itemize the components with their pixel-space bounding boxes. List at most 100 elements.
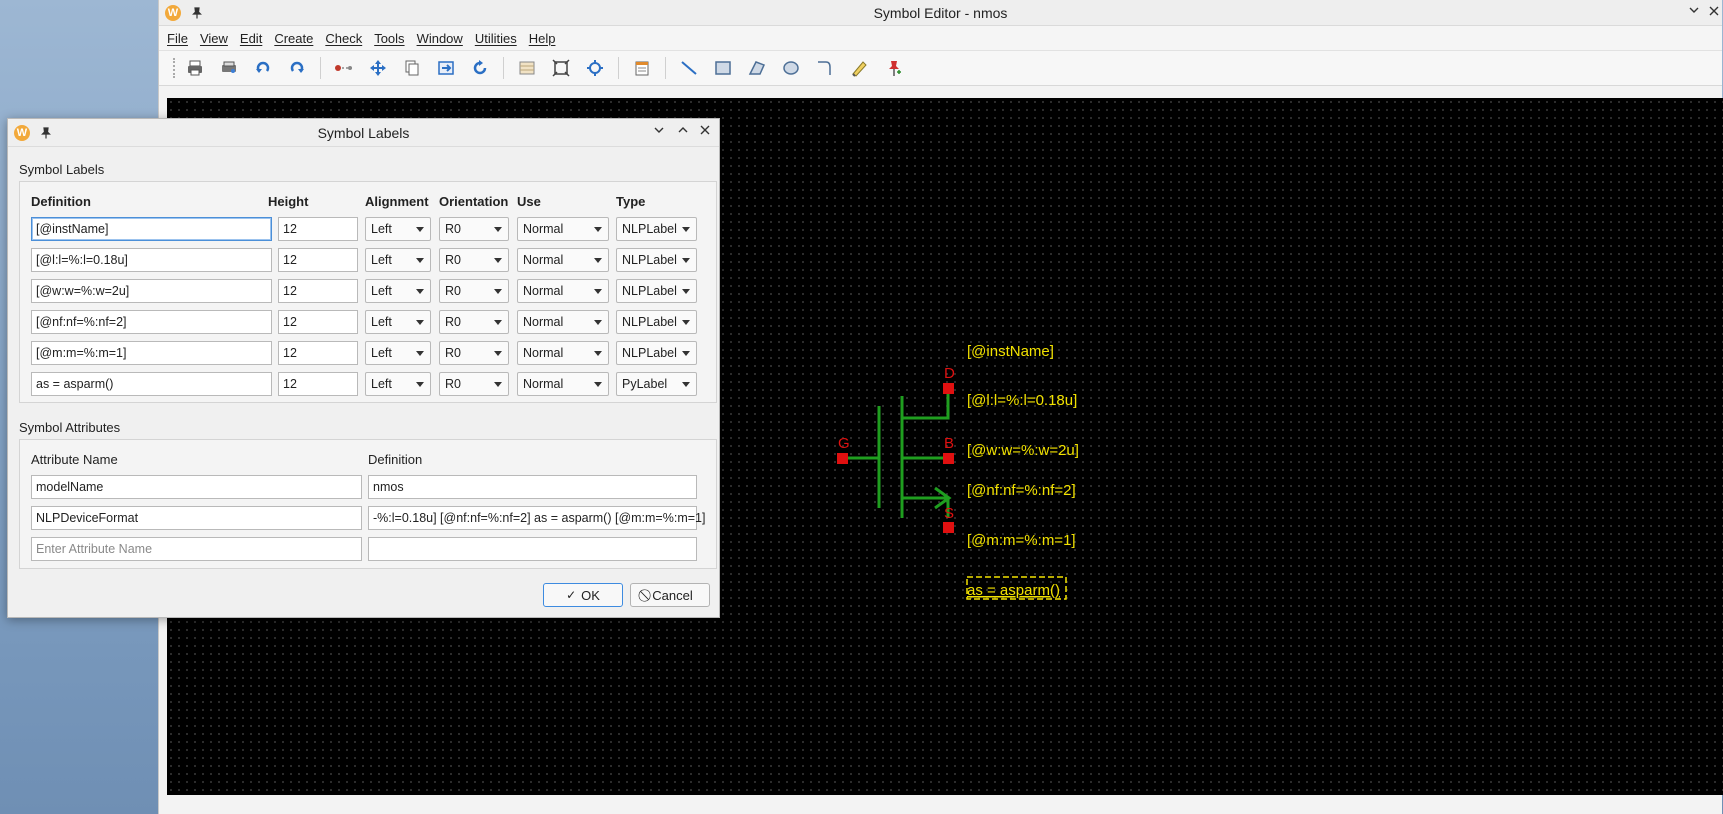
window-minimize-chevron-icon[interactable] (1688, 4, 1700, 19)
label-use-select[interactable]: Normal (517, 341, 609, 365)
stretch-icon[interactable] (435, 57, 457, 79)
arc-icon[interactable] (814, 57, 836, 79)
label-type-select[interactable]: NLPLabel (616, 341, 697, 365)
pin-g-label: G (838, 435, 850, 452)
menu-check[interactable]: Check (325, 30, 363, 46)
chevron-down-icon (682, 382, 690, 387)
attribute-name-field[interactable]: modelName (31, 475, 362, 499)
chevron-down-icon (416, 227, 424, 232)
select-area-icon[interactable] (516, 57, 538, 79)
new-attribute-name-input[interactable] (31, 537, 362, 561)
window-close-icon[interactable] (1708, 4, 1720, 20)
menu-create[interactable]: Create (274, 30, 314, 46)
label-definition-field[interactable]: [@m:m=%:m=1] (31, 341, 272, 365)
label-definition-field[interactable]: [@instName] (31, 217, 272, 241)
window-titlebar[interactable]: W Symbol Editor - nmos (159, 0, 1722, 26)
label-orientation-select[interactable]: R0 (439, 248, 509, 272)
attribute-definition-field[interactable]: -%:l=0.18u] [@nf:nf=%:nf=2] as = asparm(… (368, 506, 705, 530)
properties-icon[interactable] (631, 57, 653, 79)
menu-tools[interactable]: Tools (374, 30, 405, 46)
dialog-maximize-chevron-icon[interactable] (675, 124, 691, 140)
label-height-field[interactable]: 12 (278, 248, 358, 272)
label-icon[interactable] (848, 57, 870, 79)
pin-b-label: B (944, 435, 954, 452)
print-icon[interactable] (184, 57, 206, 79)
attribute-definition-field[interactable]: nmos (368, 475, 697, 499)
label-use-select[interactable]: Normal (517, 279, 609, 303)
move-icon[interactable] (367, 57, 389, 79)
label-use-select[interactable]: Normal (517, 217, 609, 241)
menu-edit[interactable]: Edit (239, 30, 263, 46)
cancel-button[interactable]: ⃠Cancel (630, 583, 710, 607)
rotate-icon[interactable] (469, 57, 491, 79)
pin-icon[interactable] (38, 125, 54, 141)
label-alignment-select[interactable]: Left (365, 279, 431, 303)
dialog-close-icon[interactable] (697, 124, 713, 140)
label-use-select[interactable]: Normal (517, 310, 609, 334)
fit-all-icon[interactable] (550, 57, 572, 79)
cancel-label: Cancel (652, 587, 693, 603)
col-alignment: Alignment (365, 194, 429, 209)
label-alignment-select[interactable]: Left (365, 372, 431, 396)
copy-icon[interactable] (401, 57, 423, 79)
source-arrow (934, 486, 952, 510)
label-type-select[interactable]: NLPLabel (616, 248, 697, 272)
combo-value: Normal (523, 377, 564, 391)
label-height-field[interactable]: 12 (278, 341, 358, 365)
zoom-icon[interactable] (584, 57, 606, 79)
label-orientation-select[interactable]: R0 (439, 217, 509, 241)
print-preview-icon[interactable] (218, 57, 240, 79)
label-type-select[interactable]: NLPLabel (616, 217, 697, 241)
combo-value: Normal (523, 253, 564, 267)
pin-icon[interactable] (189, 5, 205, 21)
menu-file[interactable]: File (167, 30, 188, 46)
chevron-down-icon (494, 320, 502, 325)
label-definition-field[interactable]: [@l:l=%:l=0.18u] (31, 248, 272, 272)
label-alignment-select[interactable]: Left (365, 248, 431, 272)
label-use-select[interactable]: Normal (517, 372, 609, 396)
app-logo-icon: W (14, 124, 30, 141)
polygon-icon[interactable] (746, 57, 768, 79)
redo-icon[interactable] (286, 57, 308, 79)
dialog-titlebar[interactable]: W Symbol Labels (8, 119, 719, 147)
menu-help[interactable]: Help (528, 30, 556, 46)
menu-window[interactable]: Window (416, 30, 463, 46)
label-definition-field[interactable]: as = asparm() (31, 372, 272, 396)
label-alignment-select[interactable]: Left (365, 310, 431, 334)
label-height-field[interactable]: 12 (278, 279, 358, 303)
label-type-select[interactable]: PyLabel (616, 372, 697, 396)
drain-wire (902, 388, 950, 420)
toolbar (159, 50, 1722, 86)
label-use-select[interactable]: Normal (517, 248, 609, 272)
label-orientation-select[interactable]: R0 (439, 341, 509, 365)
label-height-field[interactable]: 12 (278, 310, 358, 334)
label-alignment-select[interactable]: Left (365, 217, 431, 241)
undo-icon[interactable] (252, 57, 274, 79)
label-type-select[interactable]: NLPLabel (616, 310, 697, 334)
label-orientation-select[interactable]: R0 (439, 310, 509, 334)
menu-view[interactable]: View (199, 30, 228, 46)
pin-tool-icon[interactable] (333, 57, 355, 79)
dialog-minimize-chevron-icon[interactable] (651, 124, 667, 140)
label-height-field[interactable]: 12 (278, 217, 358, 241)
rectangle-icon[interactable] (712, 57, 734, 79)
line-icon[interactable] (678, 57, 700, 79)
label-orientation-select[interactable]: R0 (439, 372, 509, 396)
label-type-select[interactable]: NLPLabel (616, 279, 697, 303)
attribute-name-field[interactable]: NLPDeviceFormat (31, 506, 362, 530)
menu-utilities[interactable]: Utilities (474, 30, 517, 46)
label-definition-field[interactable]: [@nf:nf=%:nf=2] (31, 310, 272, 334)
canvas-label-nf: [@nf:nf=%:nf=2] (967, 482, 1076, 499)
ok-button[interactable]: ✓OK (543, 583, 623, 607)
label-orientation-select[interactable]: R0 (439, 279, 509, 303)
add-pin-icon[interactable] (882, 57, 904, 79)
toolbar-handle[interactable] (173, 58, 176, 78)
label-definition-field[interactable]: [@w:w=%:w=2u] (31, 279, 272, 303)
canvas-label-w: [@w:w=%:w=2u] (967, 442, 1079, 459)
label-alignment-select[interactable]: Left (365, 341, 431, 365)
circle-icon[interactable] (780, 57, 802, 79)
new-attribute-definition-input[interactable] (368, 537, 697, 561)
pin-d-square (943, 383, 954, 394)
label-height-field[interactable]: 12 (278, 372, 358, 396)
chevron-down-icon (594, 289, 602, 294)
